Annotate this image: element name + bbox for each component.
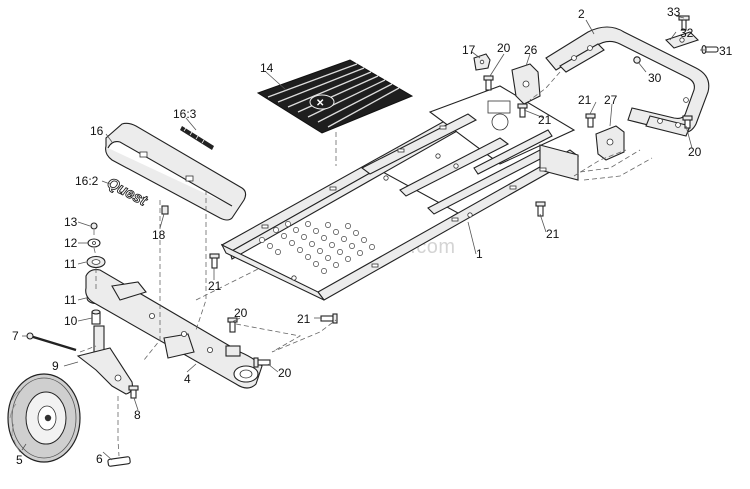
callout-11-b: 11 [64,293,77,307]
callout-31: 31 [719,44,733,58]
callout-10: 10 [64,314,78,328]
floor-mat-part-14[interactable]: ✕ [256,59,414,134]
pin-part-31[interactable] [701,44,719,55]
callout-9: 9 [52,359,59,373]
callout-21-b: 21 [546,227,560,241]
bracket-part-32[interactable] [664,31,700,49]
bolt-part-8[interactable] [128,385,139,399]
bolt-part-20-a[interactable] [483,75,494,91]
callout-18: 18 [152,228,166,242]
front-panel-part-16[interactable] [105,122,247,221]
leader-lines [21,15,706,461]
callout-30: 30 [648,71,662,85]
assembly-lines [79,71,653,457]
callout-11-a: 11 [64,257,77,271]
bracket-part-26[interactable] [511,63,541,105]
callout-12: 12 [64,236,78,250]
bolt-part-21-c[interactable] [517,103,528,118]
callout-4: 4 [184,372,191,386]
callout-1: 1 [476,247,483,261]
callout-16-2: 16:2 [75,174,99,188]
svg-text:✕: ✕ [316,98,324,109]
callout-26: 26 [524,43,538,57]
screw-part-18[interactable] [161,205,169,215]
bolt-part-7[interactable] [26,332,77,352]
callout-16: 16 [90,124,104,138]
washer-part-12[interactable] [87,238,101,248]
nut-part-30[interactable] [633,56,641,64]
callout-33: 33 [667,5,681,19]
bolt-part-21-b[interactable] [535,201,546,217]
callout-17: 17 [462,43,476,57]
wheel-part-5[interactable] [7,373,81,463]
bearing-part-11-upper[interactable] [86,255,106,269]
stripe-decal-part-16-3[interactable] [180,126,214,150]
callout-20-b: 20 [688,145,702,159]
bolt-part-21-a[interactable] [209,253,220,269]
caster-fork-part-9[interactable] [76,325,133,395]
callout-7: 7 [12,329,19,343]
callout-labels: 17 20 26 21 21 27 2 33 32 31 30 20 21 1 … [12,5,733,467]
callout-2: 2 [578,7,585,21]
callout-20-d: 20 [278,366,292,380]
callout-21-a: 21 [208,279,222,293]
bolt-part-21-e[interactable] [320,313,338,324]
callout-21-d: 21 [578,93,592,107]
callout-5: 5 [16,453,23,467]
spacer-part-10[interactable] [91,309,101,325]
clip-part-17[interactable] [473,53,491,71]
callout-13: 13 [64,215,78,229]
callout-16-3: 16:3 [173,107,197,121]
callout-32: 32 [680,26,694,40]
callout-20-a: 20 [497,41,511,55]
callout-27: 27 [604,93,618,107]
callout-8: 8 [134,408,141,422]
main-frame-part-1[interactable] [220,85,580,301]
bolt-part-13[interactable] [90,222,98,230]
callout-14: 14 [260,61,274,75]
quest-decal-part-16-2[interactable]: Quest [104,174,151,210]
bolt-part-21-d[interactable] [585,113,596,128]
bracket-part-27[interactable] [595,125,625,161]
quest-logo-text: Quest [104,175,150,210]
front-axle-part-4[interactable] [85,269,263,389]
callout-20-c: 20 [234,306,248,320]
axle-part-6[interactable] [107,456,131,467]
bolt-part-20-b[interactable] [682,115,693,129]
callout-21-c: 21 [538,113,552,127]
rear-bumper-part-2[interactable] [545,26,710,137]
bolt-part-20-d[interactable] [253,357,271,368]
callout-6: 6 [96,452,103,466]
callout-21-e: 21 [297,312,311,326]
